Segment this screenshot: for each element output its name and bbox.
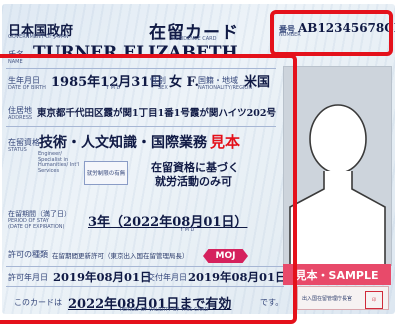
status-label: 在留資格 [8,138,40,147]
validity-suffix: です。 [260,298,284,307]
status-value: 技術・人文知識・国際業務 [39,135,207,151]
work-restriction-line1: 在留資格に基づく [151,161,239,174]
permit-type-label: 許可の種類 [8,250,48,259]
permit-date-label: 許可年月日 [8,273,48,282]
address-label: 住居地 [8,106,32,115]
status-gloss-en: Engineer/ Specialist in Humanities/ Int'… [38,151,80,174]
work-restriction-label: 就労制限の有無 [84,161,128,185]
status-label-en: STATUS [8,147,27,153]
highlight-main-fields [0,54,297,324]
name-label-en: NAME [8,59,23,65]
issuer-ja: 日本国政府 [8,24,74,39]
period-ymd: Y M D [180,227,195,233]
nationality-label-en: NATIONALITY/REGION [198,85,253,91]
highlight-number [270,10,393,56]
issue-date-label: 交付年月日 [147,273,187,282]
seal-text: 出入国在留管理庁長官 [302,295,353,302]
permit-date-value: 2019年08月01日 [53,270,152,284]
issue-date-value: 2019年08月01日 [188,270,287,284]
sample-label: 見本・SAMPLE [283,264,391,285]
sex-value: 女 F. [169,75,199,90]
number-label: 番号 [279,24,295,34]
nationality-label: 国籍・地域 [198,76,238,85]
separator [6,266,284,267]
card-number: AB12345678CD [298,21,395,35]
validity-value: 2022年08月01日まで有効 [68,297,232,312]
permit-type-value: 在留期間更新許可（東京出入国在留管理局長） [52,252,189,260]
separator [6,286,284,287]
dob-label: 生年月日 [8,76,40,85]
number-gloss: NUMBER [279,32,301,38]
moj-badge: MOJ [203,249,248,263]
seal-block: 出入国在留管理庁長官 印 [297,286,389,310]
portrait-silhouette-icon [284,67,391,265]
issuer-en: GOVERNMENT OF JAPAN [8,34,69,40]
separator [6,126,276,127]
period-value: 3年（2022年08月01日） [88,215,248,230]
nationality-value: 米国 [244,75,271,90]
sample-mark: 見本 [210,133,241,151]
address-label-en: ADDRESS [8,115,33,121]
sex-label: 性別 [150,76,166,85]
official-seal-icon: 印 [365,291,383,309]
moj-badge-text: MOJ [215,251,236,261]
address-value: 東京都千代田区霞が関1丁目1番1号霞が関ハイツ202号 [37,108,276,119]
validity-prefix: このカードは [14,298,62,307]
hanko-text: 印 [372,297,376,302]
name-value: TURNER ELIZABETH [33,43,238,63]
dob-value: 1985年12月31日 [51,75,163,90]
work-restriction-line2: 就労活動のみ可 [155,175,232,188]
validity-gloss: PERIOD OF VALIDITY OF THIS CARD [120,307,209,313]
sex-label-en: SEX [158,85,168,91]
card-title-en: RESIDENCE CARD [172,36,217,42]
card-title-ja: 在留カード [149,23,239,43]
period-label: 在留期間（満了日） [8,210,71,218]
portrait-photo [283,66,392,266]
dob-ymd: Y M D [106,85,121,91]
period-label-en2: (DATE OF EXPIRATION) [8,224,65,230]
period-label-en1: PERIOD OF STAY [8,218,49,224]
dob-label-en: DATE OF BIRTH [8,85,46,91]
separator [6,68,276,69]
